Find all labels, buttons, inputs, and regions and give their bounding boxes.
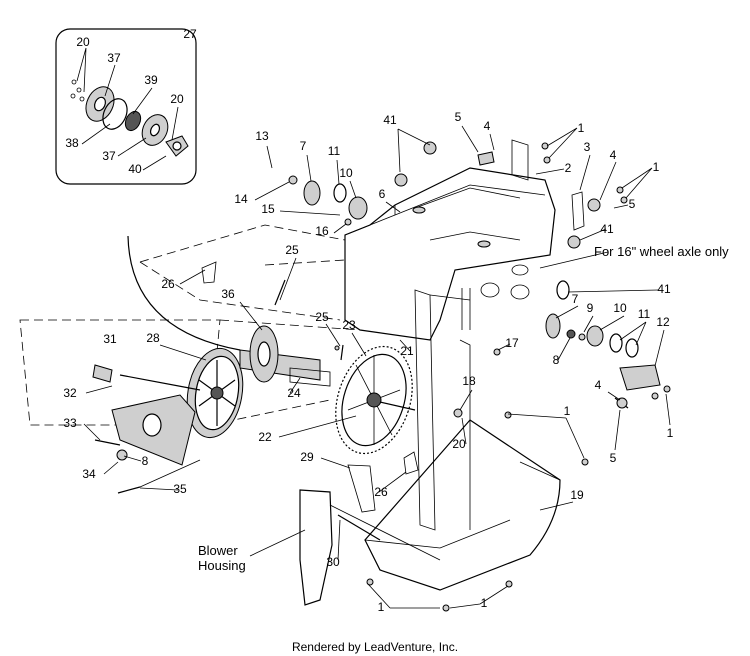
part-number-label: 2 <box>565 161 572 175</box>
part-number-label: 20 <box>170 92 184 106</box>
part-number-label: 40 <box>128 162 142 176</box>
hardware <box>116 139 671 612</box>
part-number-label: 19 <box>570 488 584 502</box>
part-number-label: 37 <box>107 51 121 65</box>
part-number-label: 10 <box>339 166 353 180</box>
part-number-label: 1 <box>481 596 488 610</box>
part-number-label: 4 <box>484 119 491 133</box>
part-number-label: 20 <box>76 35 90 49</box>
part-number-label: 15 <box>261 202 275 216</box>
part-number-label: 34 <box>82 467 96 481</box>
part-number-label: 36 <box>221 287 235 301</box>
gear <box>335 345 416 455</box>
part-number-label: 30 <box>326 555 340 569</box>
part-number-label: 29 <box>300 450 314 464</box>
part-number-label: 8 <box>553 353 560 367</box>
blower-housing-label-line1: Blower <box>198 543 238 558</box>
part-number-label: 7 <box>300 139 307 153</box>
wheel-axle-note: For 16" wheel axle only <box>594 244 729 259</box>
part-number-label: 14 <box>234 192 248 206</box>
part-number-label: 28 <box>146 331 160 345</box>
part-number-label: 41 <box>383 113 397 127</box>
footer-credit: Rendered by LeadVenture, Inc. <box>292 640 458 654</box>
part-number-label: 25 <box>285 243 299 257</box>
part-number-label: 17 <box>505 336 519 350</box>
part-number-label: 9 <box>587 301 594 315</box>
part-number-label: 26 <box>374 485 388 499</box>
part-number-label: 23 <box>342 318 356 332</box>
part-number-label: 39 <box>144 73 158 87</box>
part-number-label: 5 <box>455 110 462 124</box>
part-number-label: 8 <box>142 454 149 468</box>
part-number-label: 22 <box>258 430 272 444</box>
part-number-label: 4 <box>610 148 617 162</box>
part-number-label: 33 <box>63 416 77 430</box>
part-number-label: 1 <box>667 426 674 440</box>
part-number-label: 10 <box>613 301 627 315</box>
part-number-label: 13 <box>255 129 269 143</box>
auger-shaft <box>92 325 331 391</box>
part-number-label: 12 <box>656 315 670 329</box>
idler-bracket <box>94 394 201 494</box>
part-number-label: 41 <box>657 282 671 296</box>
part-number-label: 32 <box>63 386 77 400</box>
part-number-label: 18 <box>462 374 476 388</box>
blower-housing-label-line2: Housing <box>198 558 246 573</box>
part-number-label: 1 <box>578 121 585 135</box>
part-number-label: 6 <box>379 187 386 201</box>
part-number-label: 37 <box>102 149 116 163</box>
part-number-label: 27 <box>183 27 197 41</box>
part-number-label: 20 <box>452 437 466 451</box>
part-number-label: 5 <box>610 451 617 465</box>
part-number-label: 11 <box>328 144 341 158</box>
inset-detail <box>55 28 197 185</box>
part-number-label: 1 <box>564 404 571 418</box>
part-number-label: 1 <box>653 160 660 174</box>
blower-housing <box>299 489 441 606</box>
part-number-label: 24 <box>287 386 301 400</box>
part-number-label: 41 <box>600 222 614 236</box>
part-number-label: 38 <box>65 136 79 150</box>
part-number-label: 21 <box>400 344 414 358</box>
pulley <box>186 347 244 439</box>
leader-lines <box>76 47 671 609</box>
part-number-label: 11 <box>638 307 651 321</box>
part-number-label: 1 <box>378 600 385 614</box>
part-number-label: 7 <box>572 292 579 306</box>
part-number-label: 5 <box>629 197 636 211</box>
part-number-label: 35 <box>173 482 187 496</box>
part-number-label: 26 <box>161 277 175 291</box>
part-number-label: 25 <box>315 310 329 324</box>
part-number-label: 4 <box>595 378 602 392</box>
part-number-label: 16 <box>315 224 329 238</box>
part-number-label: 3 <box>584 140 591 154</box>
part-number-label: 31 <box>103 332 117 346</box>
